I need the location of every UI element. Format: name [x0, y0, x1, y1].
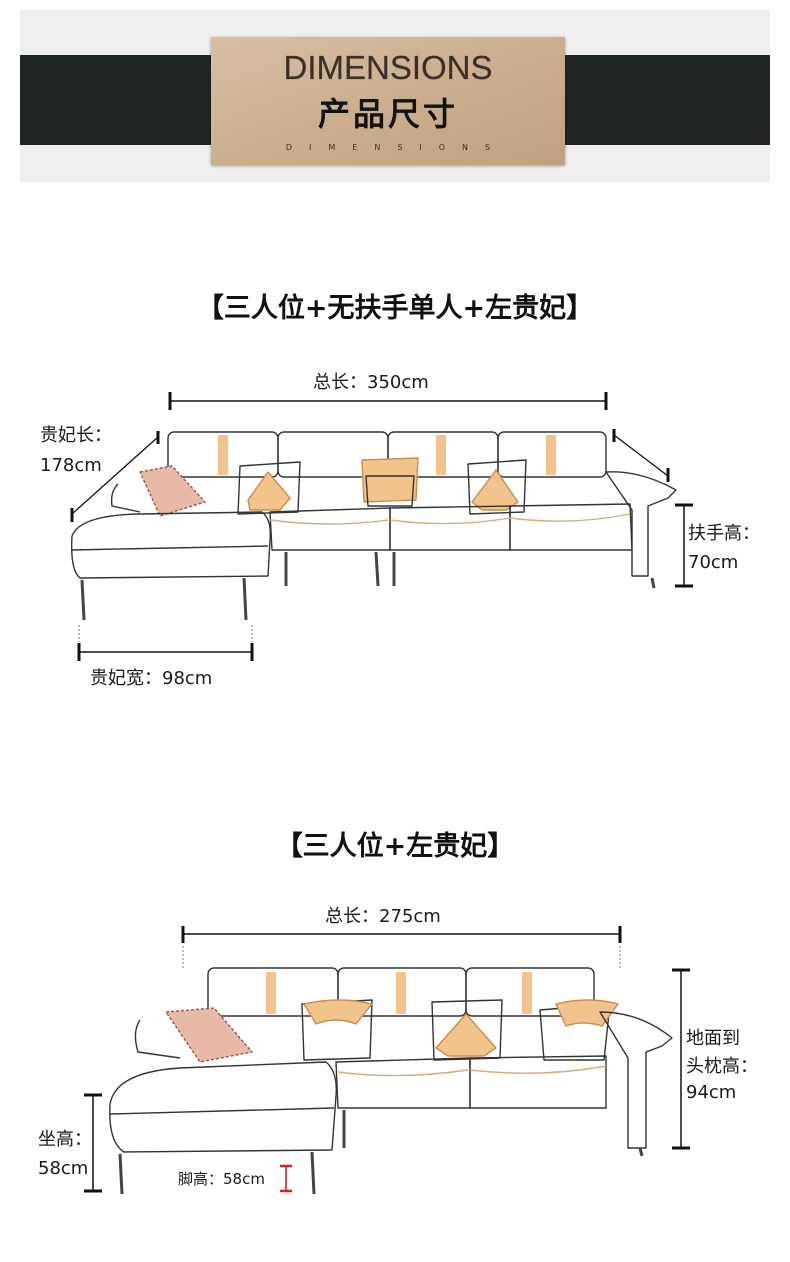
label-armrest-height-value: 70cm: [688, 552, 739, 573]
dimension-line-headrest-height: [672, 968, 690, 1150]
dimension-line-total-length: [168, 392, 608, 410]
banner-card: DIMENSIONS 产品尺寸 DIMENSIONS: [211, 37, 565, 165]
banner-title-cn: 产品尺寸: [317, 95, 458, 133]
section-1-title: 【三人位+无扶手单人+左贵妃】: [196, 293, 594, 324]
label-chaise-length-value: 178cm: [40, 455, 102, 476]
dimension-line-leg-height: [280, 1164, 292, 1193]
label-seat-height-name: 坐高：: [38, 1129, 92, 1150]
sofa-diagram-2: [84, 926, 690, 1195]
label-chaise-length-name: 贵妃长：: [40, 425, 112, 446]
label-armrest-height-name: 扶手高：: [688, 523, 760, 544]
dimension-line-seat-height: [84, 1093, 102, 1193]
section-2-title: 【三人位+左贵妃】: [275, 831, 515, 862]
label-chaise-width: 贵妃宽：98cm: [90, 668, 213, 689]
label-leg-height: 脚高：58cm: [178, 1170, 265, 1188]
dimension-line-chaise-length: [70, 431, 160, 522]
dimension-line-armrest-height: [675, 503, 693, 588]
banner-subtitle-en: DIMENSIONS: [285, 143, 508, 152]
label-headrest-height-line2: 头枕高：: [686, 1056, 758, 1077]
sofa-diagram-1: [70, 392, 693, 661]
dimension-line-total-length-2: [181, 926, 622, 968]
label-total-length-1: 总长：350cm: [313, 372, 429, 393]
dimension-line-right-depth: [612, 429, 670, 482]
label-seat-height-value: 58cm: [38, 1158, 89, 1179]
label-total-length-2: 总长：275cm: [325, 906, 441, 927]
banner-title-en: DIMENSIONS: [283, 49, 493, 86]
label-headrest-height-value: 94cm: [686, 1082, 737, 1103]
label-headrest-height-line1: 地面到: [686, 1028, 740, 1049]
dimension-line-chaise-width: [77, 625, 254, 661]
